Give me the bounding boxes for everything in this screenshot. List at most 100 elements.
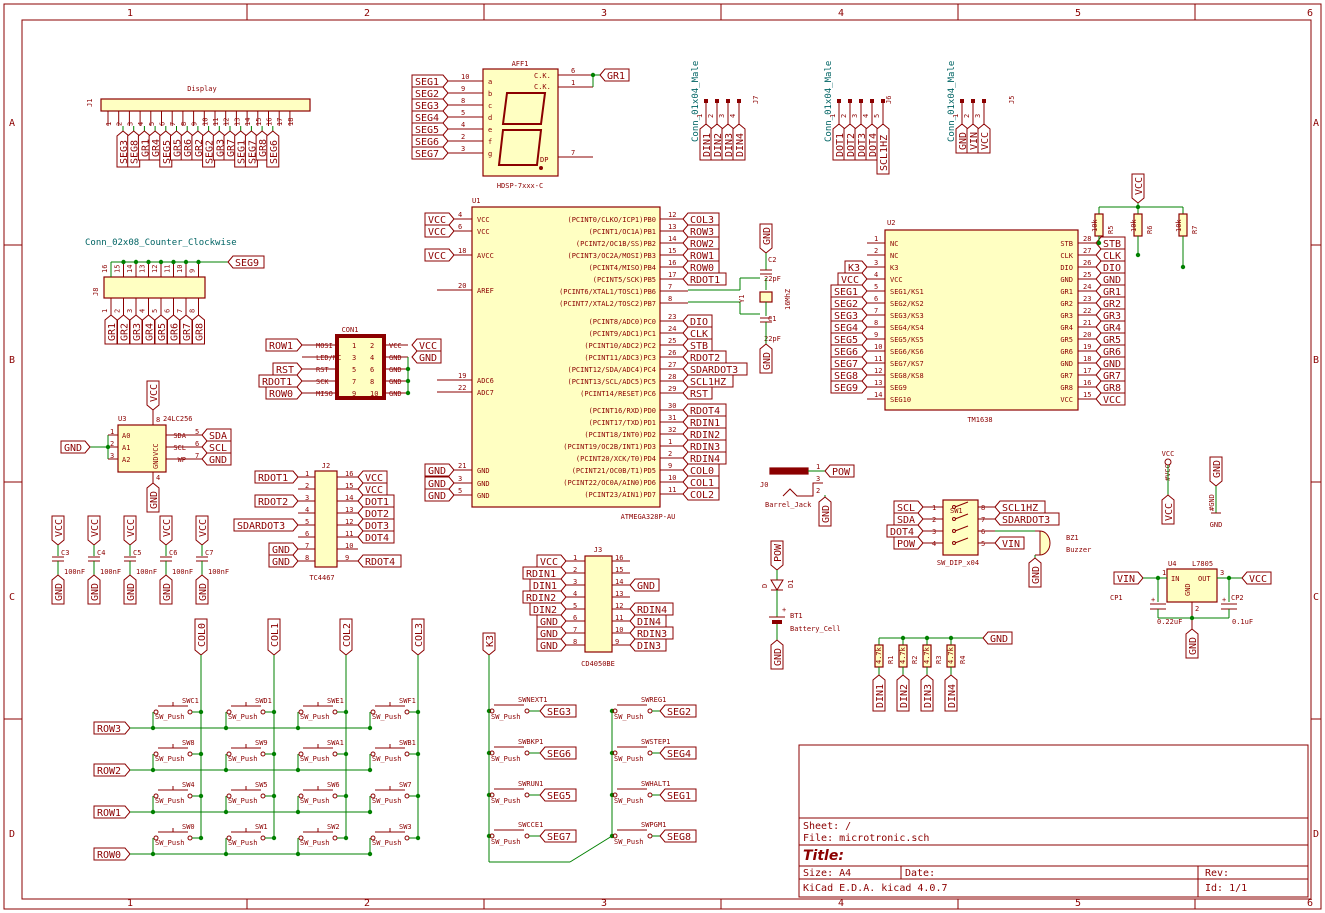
pin-num: 11 xyxy=(668,486,676,494)
jack-gnd xyxy=(818,496,832,527)
pin-num: 21 xyxy=(458,462,466,470)
u2-net-text: GR6 xyxy=(1103,347,1121,358)
junction-dot xyxy=(271,709,277,715)
aff1-net xyxy=(411,134,449,148)
junction-dot xyxy=(405,378,411,384)
pin-num: 25 xyxy=(668,337,676,345)
j2-net-text: DOT2 xyxy=(365,509,389,520)
cap-gnd-text: GND xyxy=(162,583,173,601)
pin-name: NC xyxy=(890,240,898,248)
u2-net-text: GR3 xyxy=(1103,311,1121,322)
j8-net-text: GR7 xyxy=(182,323,193,341)
switch-lever xyxy=(954,537,969,544)
cp-plus: + xyxy=(1222,596,1226,604)
pin-num: 2 xyxy=(963,114,971,118)
j3-net-text: GND xyxy=(540,641,558,652)
row-marker: D xyxy=(1313,829,1319,840)
seg-letter: f xyxy=(488,138,492,146)
pin-num: 10 xyxy=(668,474,676,482)
pin-num: 1 xyxy=(1162,569,1166,577)
j5-connector-net-text: VCC xyxy=(980,132,991,150)
pin-num: 2 xyxy=(110,440,114,448)
pin-header xyxy=(715,99,719,103)
j8-connector: Conn_02x08_Counter_ClockwiseJ8SEG9161GR1… xyxy=(85,238,265,345)
pin-num: 13 xyxy=(874,379,882,387)
switch-contact xyxy=(226,835,232,841)
j8-net xyxy=(192,314,205,345)
pin-num: 11 xyxy=(164,265,172,273)
u2-net-text: VCC xyxy=(841,275,859,286)
tb-date: Date: xyxy=(905,868,935,879)
switch-value: SW_Push xyxy=(300,797,330,805)
u2-vcc xyxy=(1131,173,1145,204)
dip-body xyxy=(942,499,979,556)
pin-num: 5 xyxy=(195,428,199,436)
pin-num: 16 xyxy=(266,118,274,126)
switch-ref: SW1 xyxy=(255,823,268,831)
pin-name: (PCINT19/OC2B/INT1)PD3 xyxy=(563,443,656,451)
pin-num: 6 xyxy=(458,223,462,231)
display-header xyxy=(100,98,311,112)
pin-num: 14 xyxy=(126,265,134,273)
pin-num: 8 xyxy=(370,378,374,386)
pulldown-net xyxy=(872,674,886,712)
diode-symbol xyxy=(770,579,784,591)
switch-contact xyxy=(489,792,495,798)
j6-connector-net xyxy=(832,123,846,161)
gnd-flag-net-text: GND xyxy=(1212,460,1223,478)
j7-connector-net-text: DIN2 xyxy=(713,133,724,157)
cap-vcc-text: VCC xyxy=(162,519,173,537)
junction-dot xyxy=(415,835,421,841)
isp-pin-name: RST xyxy=(316,366,329,374)
j2-net xyxy=(357,506,395,520)
pin-num: 18 xyxy=(1083,355,1091,363)
isp-net-text: RDOT1 xyxy=(262,377,292,388)
jack-value: Barrel_Jack xyxy=(765,501,812,509)
junction-dot xyxy=(367,725,373,731)
pin-name: GR8 xyxy=(1060,384,1073,392)
u1-net xyxy=(682,427,727,441)
pin-num: 12 xyxy=(151,265,159,273)
pin-num: 8 xyxy=(180,122,188,126)
junction-dot xyxy=(343,709,349,715)
isp-gnd-text: GND xyxy=(419,353,437,364)
aff1-net xyxy=(411,122,449,136)
u1-net-text: RDIN3 xyxy=(690,442,720,453)
j8-net xyxy=(104,314,118,345)
u3-net-text: SCL xyxy=(209,443,227,454)
j3-net-text: RDIN3 xyxy=(637,629,667,640)
pin-num: 4 xyxy=(137,122,145,126)
pin-num: 16 xyxy=(101,265,109,273)
u1-net xyxy=(682,224,720,238)
buzzer-gnd-text: GND xyxy=(1031,566,1042,584)
dip-net-text: SDARDOT3 xyxy=(1002,515,1050,526)
pin-num: 20 xyxy=(458,282,466,290)
